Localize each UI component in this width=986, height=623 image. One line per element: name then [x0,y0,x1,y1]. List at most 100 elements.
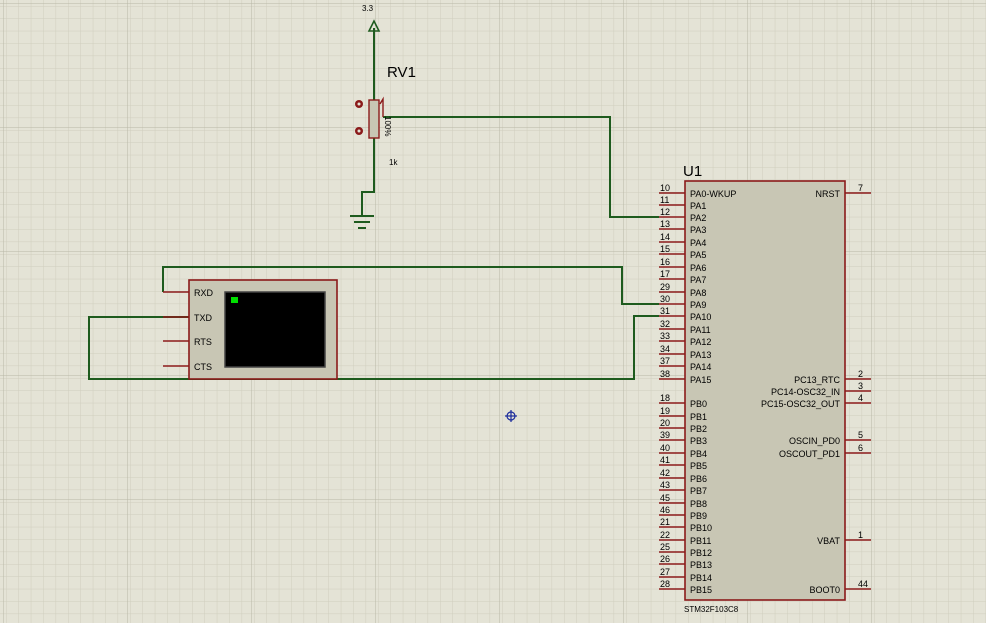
ground-symbol[interactable] [350,215,374,229]
u1-pin-name: PA13 [690,350,711,360]
terminal-pin-label: RTS [194,337,212,347]
u1-pin-number: 32 [660,319,670,329]
u1-pin-number: 43 [660,480,670,490]
power-label: 3.3 [362,4,374,13]
u1-part: STM32F103C8 [684,605,739,614]
power-terminal[interactable]: 3.3 [362,4,381,32]
u1-pin-name: PA4 [690,238,706,248]
u1-pin-name: NRST [816,189,841,199]
u1-pin-name: PB2 [690,424,707,434]
rv1-value: 1k [389,158,398,167]
u1-pin-name: PB5 [690,461,707,471]
u1-pin-name: PB10 [690,523,712,533]
u1-pin-number: 13 [660,219,670,229]
u1-pin-name: PC14-OSC32_IN [771,387,840,397]
u1-pin-number: 6 [858,443,863,453]
u1-pin-name: PA14 [690,362,711,372]
power-arrow-icon [367,19,381,32]
u1-pin-number: 7 [858,183,863,193]
crosshair-cursor [505,410,517,422]
u1-pin-number: 11 [660,195,669,205]
u1-pin-number: 17 [660,269,670,279]
u1-pin-name: PB8 [690,499,707,509]
u1-pin-name: PA6 [690,263,706,273]
terminal-pin-label: CTS [194,362,212,372]
u1-pin-number: 4 [858,393,863,403]
u1-pin-name: PA1 [690,201,706,211]
u1-pin-number: 38 [660,369,670,379]
terminal-pin-label: TXD [194,313,213,323]
u1-pin-name: PB0 [690,399,707,409]
u1-pin-name: PA8 [690,288,706,298]
u1-designator: U1 [683,163,702,180]
u1-left-pins: 10PA0-WKUP11PA112PA213PA314PA415PA516PA6… [659,183,736,595]
decrement-icon [357,102,361,106]
u1-pin-name: PA11 [690,325,711,335]
terminal-pins [163,291,189,367]
u1-pin-number: 46 [660,505,670,515]
terminal-cursor [231,297,238,303]
u1-pin-number: 25 [660,542,670,552]
u1-pin-number: 10 [660,183,670,193]
u1-pin-number: 40 [660,443,670,453]
wire-rxd-to-pa9 [162,266,659,305]
u1-pin-number: 42 [660,468,670,478]
u1-pin-number: 33 [660,331,670,341]
u1-pin-name: OSCIN_PD0 [789,436,840,446]
u1-pin-name: PA7 [690,275,706,285]
wire-rv1-wiper-to-pa2 [383,116,659,218]
u1-pin-name: PB3 [690,436,707,446]
rv1-position: 100% [383,116,392,136]
terminal-screen[interactable] [224,291,326,368]
u1-pin-number: 22 [660,530,670,540]
mcu-u1[interactable]: U1 STM32F103C8 10PA0-WKUP11PA112PA213PA3… [659,163,871,614]
u1-pin-number: 2 [858,369,863,379]
u1-pin-name: PC15-OSC32_OUT [761,399,841,409]
u1-pin-number: 29 [660,282,670,292]
u1-pin-number: 30 [660,294,670,304]
u1-pin-name: PA12 [690,337,711,347]
u1-pin-number: 31 [660,306,670,316]
u1-pin-name: PB12 [690,548,712,558]
u1-pin-number: 16 [660,257,670,267]
u1-pin-name: OSCOUT_PD1 [779,449,840,459]
u1-pin-number: 14 [660,232,670,242]
potentiometer-rv1[interactable]: RV1 100% 1k [355,64,416,167]
u1-pin-name: PA15 [690,375,711,385]
u1-pin-name: PA0-WKUP [690,189,736,199]
u1-pin-number: 41 [660,455,670,465]
u1-pin-name: PA9 [690,300,706,310]
u1-pin-name: PB15 [690,585,712,595]
u1-pin-name: PB14 [690,573,712,583]
u1-pin-number: 27 [660,567,670,577]
u1-pin-number: 45 [660,493,670,503]
u1-pin-name: PB11 [690,536,711,546]
u1-pin-number: 37 [660,356,670,366]
u1-pin-name: PB13 [690,560,712,570]
rv1-wiper-icon [379,96,384,117]
u1-pin-number: 12 [660,207,670,217]
u1-pin-number: 15 [660,244,670,254]
u1-pin-number: 3 [858,381,863,391]
u1-pin-number: 39 [660,430,670,440]
u1-body [684,180,846,601]
u1-pin-name: PB9 [690,511,707,521]
u1-pin-name: PA5 [690,250,706,260]
virtual-terminal[interactable]: RXD TXD RTS CTS [163,279,338,380]
u1-pin-number: 21 [660,517,670,527]
increment-icon [357,129,361,133]
u1-pin-number: 5 [858,430,863,440]
u1-pin-number: 28 [660,579,670,589]
u1-pin-number: 18 [660,393,670,403]
u1-pin-number: 26 [660,554,670,564]
u1-pin-number: 44 [858,579,868,589]
u1-pin-number: 34 [660,344,670,354]
u1-pin-name: VBAT [817,536,840,546]
u1-pin-number: 20 [660,418,670,428]
u1-pin-name: PB7 [690,486,707,496]
wires [88,28,659,380]
u1-pin-name: PB1 [690,412,707,422]
rv1-designator: RV1 [387,64,416,81]
wire-txd-to-pa10 [88,315,659,380]
